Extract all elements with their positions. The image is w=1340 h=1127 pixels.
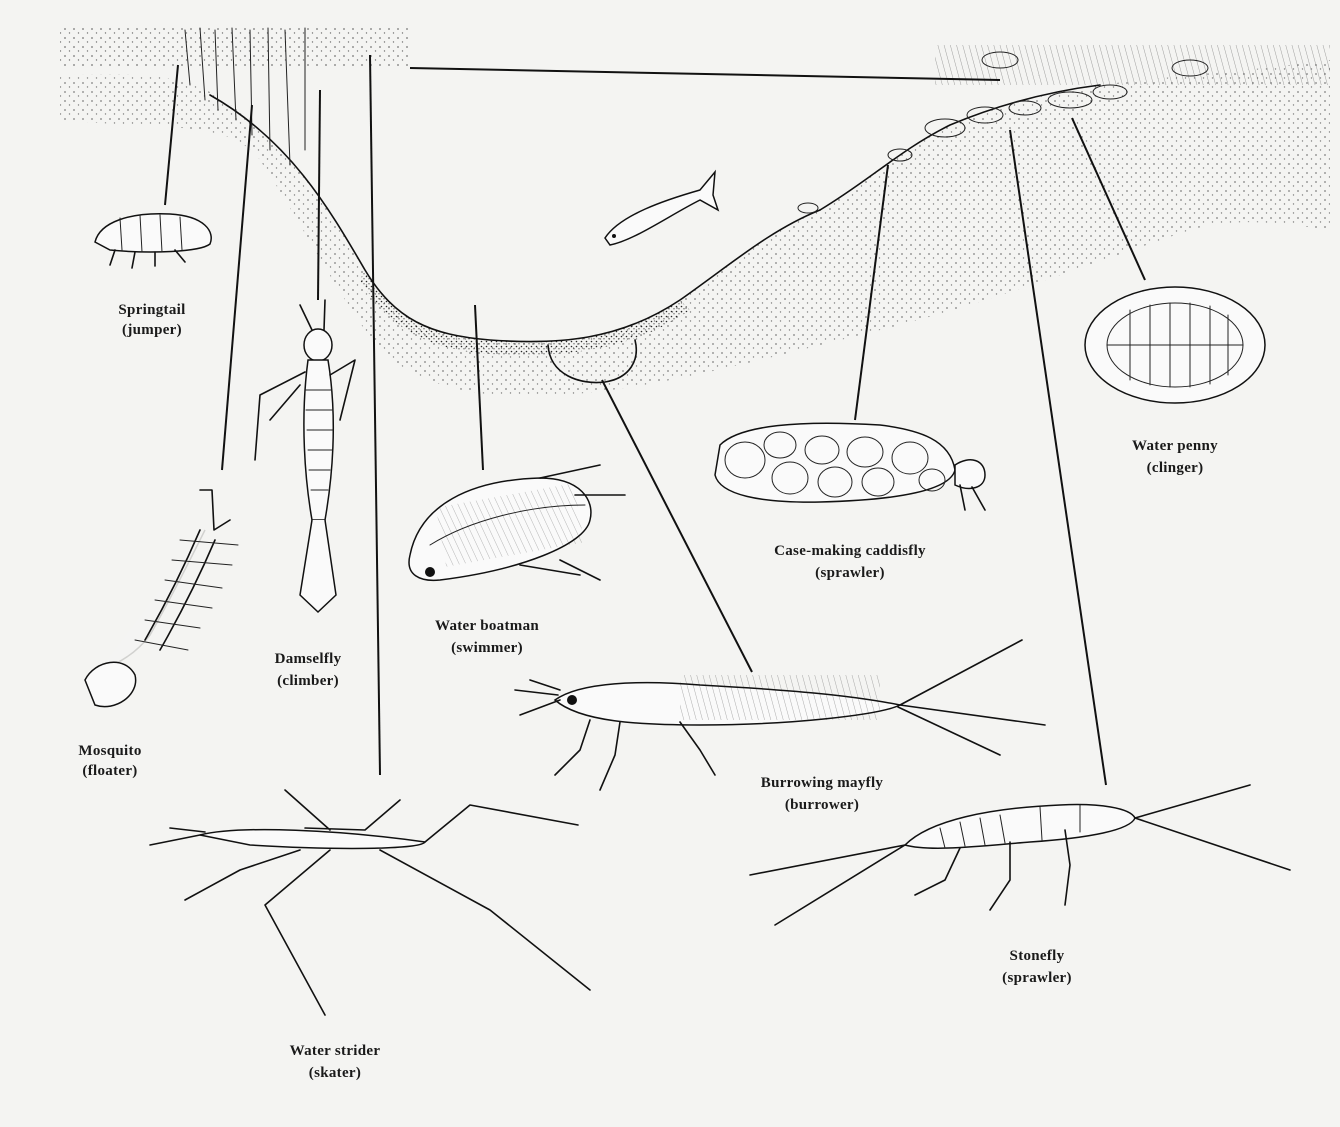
springtail-icon [95, 214, 211, 268]
water-surface-line [410, 68, 1000, 80]
burrowing-mayfly-name: Burrowing mayfly [761, 775, 884, 791]
springtail-habit: (jumper) [122, 322, 182, 338]
damselfly-habit: (climber) [277, 673, 339, 689]
label-damselfly: Damselfly (climber) [275, 651, 342, 689]
mosquito-habit: (floater) [82, 763, 137, 779]
water-boatman-icon [409, 465, 625, 580]
stonefly-name: Stonefly [1010, 948, 1065, 964]
label-water-boatman: Water boatman (swimmer) [435, 618, 539, 656]
damselfly-icon [255, 300, 355, 612]
water-strider-icon [150, 790, 590, 1015]
fish-icon [605, 172, 718, 245]
label-water-penny: Water penny (clinger) [1132, 438, 1218, 476]
stonefly-habit: (sprawler) [1002, 970, 1072, 986]
caddisfly-icon [715, 423, 985, 510]
water-penny-icon [1085, 287, 1265, 403]
label-springtail: Springtail (jumper) [118, 302, 185, 338]
mosquito-name: Mosquito [78, 743, 141, 759]
caddisfly-name: Case-making caddisfly [774, 543, 926, 559]
caddisfly-habit: (sprawler) [815, 565, 885, 581]
label-mosquito: Mosquito (floater) [78, 743, 141, 779]
label-water-strider: Water strider (skater) [290, 1043, 381, 1081]
water-boatman-habit: (swimmer) [451, 640, 523, 656]
label-burrowing-mayfly: Burrowing mayfly (burrower) [761, 775, 884, 813]
water-strider-name: Water strider [290, 1043, 381, 1059]
label-stonefly: Stonefly (sprawler) [1002, 948, 1072, 986]
water-boatman-name: Water boatman [435, 618, 539, 634]
mosquito-icon [85, 490, 238, 707]
water-penny-name: Water penny [1132, 438, 1218, 454]
springtail-name: Springtail [118, 302, 185, 318]
damselfly-name: Damselfly [275, 651, 342, 667]
label-caddisfly: Case-making caddisfly (sprawler) [774, 543, 926, 581]
burrowing-mayfly-habit: (burrower) [785, 797, 859, 813]
burrowing-mayfly-icon [515, 640, 1045, 790]
water-penny-habit: (clinger) [1147, 460, 1204, 476]
water-strider-habit: (skater) [309, 1065, 361, 1081]
